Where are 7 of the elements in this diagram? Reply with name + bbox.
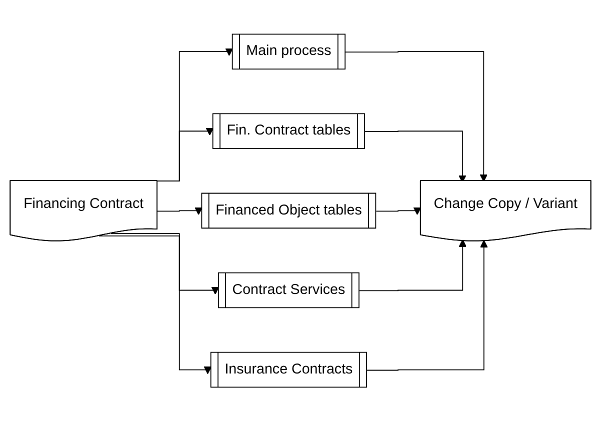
arrow	[157, 206, 203, 215]
arrow	[359, 239, 467, 291]
arrow	[110, 232, 220, 294]
arrow	[376, 206, 422, 215]
arrow	[366, 240, 488, 370]
arrow	[98, 235, 212, 374]
arrow	[345, 50, 488, 182]
